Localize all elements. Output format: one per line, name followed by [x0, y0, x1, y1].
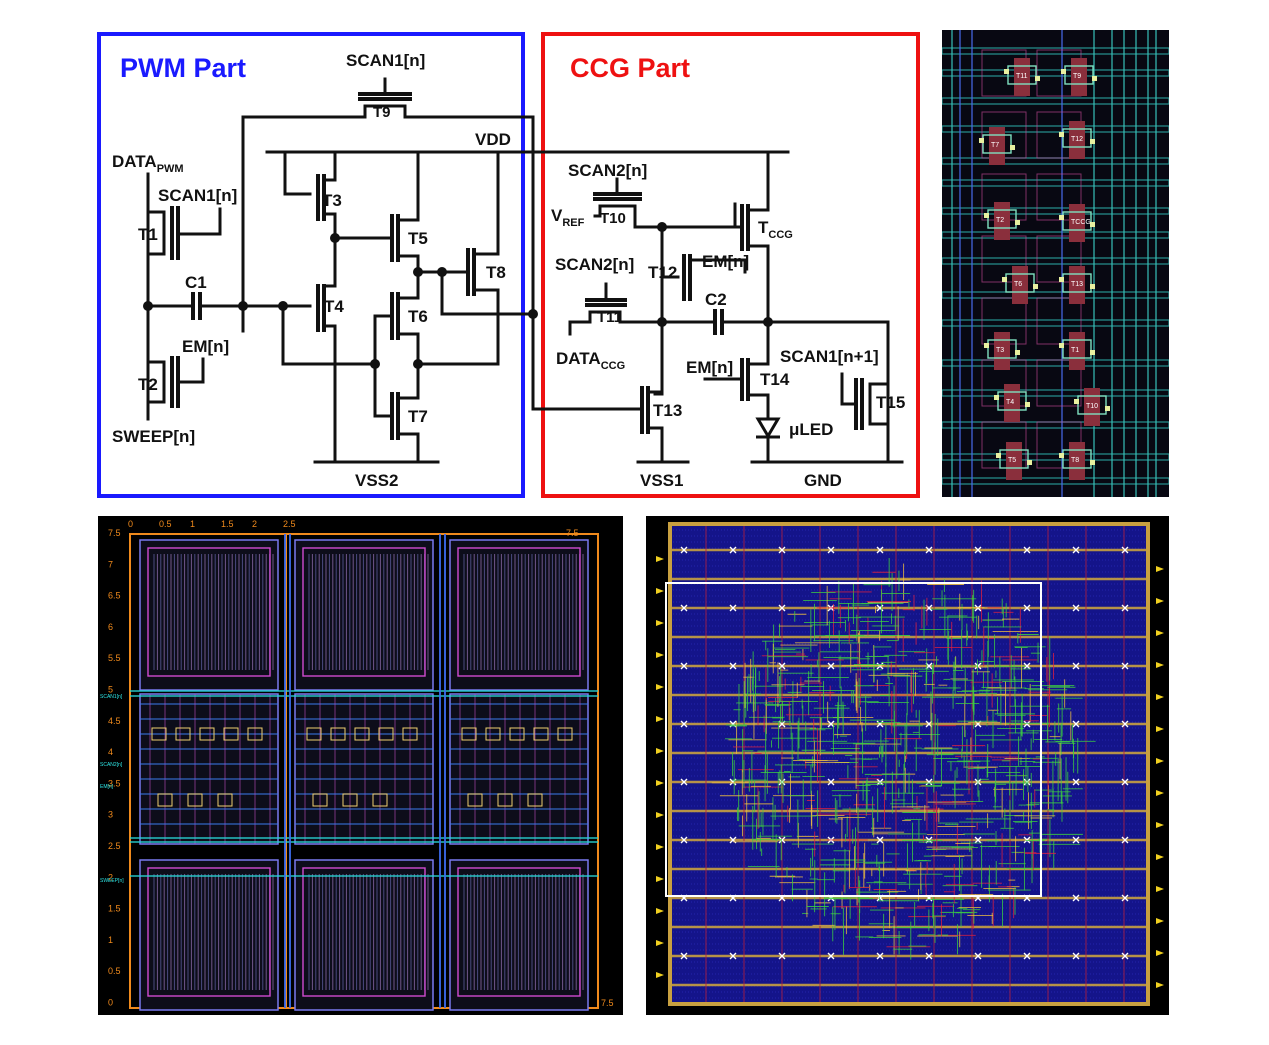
- device-label: T14: [760, 370, 790, 389]
- axis-tick-label: 2.5: [108, 841, 121, 851]
- net-label: EM[n]: [182, 337, 229, 356]
- cell-transistor-label: T2: [996, 217, 1004, 224]
- device-label: T2: [138, 375, 158, 394]
- pwm-part-title: PWM Part: [120, 53, 246, 83]
- axis-tick-label: 2.5: [283, 519, 296, 529]
- device-label: T1: [138, 225, 158, 244]
- device-label: TCCG: [758, 218, 793, 241]
- net-label: VDD: [475, 130, 511, 149]
- cell-transistor-label: T9: [1073, 73, 1081, 80]
- axis-tick-label: 5.5: [108, 653, 121, 663]
- cell-transistor-label: T8: [1071, 457, 1079, 464]
- net-label: VSS1: [640, 471, 683, 490]
- axis-tick-label: 2: [108, 872, 113, 882]
- axis-tick-label: 7.5: [566, 528, 579, 538]
- cell-transistor-label: T13: [1071, 281, 1083, 288]
- net-label: SCAN2[n]: [568, 161, 647, 180]
- net-label: DATAPWM: [112, 152, 184, 175]
- device-label: C1: [185, 273, 207, 292]
- device-label: T9: [373, 104, 391, 121]
- net-label: SCAN2[n]: [555, 255, 634, 274]
- net-label: GND: [804, 471, 842, 490]
- axis-tick-label: 1.5: [221, 519, 234, 529]
- axis-tick-label: 6: [108, 622, 113, 632]
- ccg-part-title: CCG Part: [570, 53, 690, 83]
- device-label: C2: [705, 290, 727, 309]
- device-label: T4: [324, 297, 344, 316]
- cell-transistor-label: T11: [1016, 73, 1028, 80]
- axis-tick-label: 0.5: [108, 966, 121, 976]
- device-label: T10: [600, 210, 626, 227]
- uled-diode-icon: [755, 417, 781, 439]
- cell-transistor-label: TCCG: [1071, 219, 1091, 226]
- axis-tick-label: 7: [108, 559, 113, 569]
- device-label: T13: [653, 401, 682, 420]
- device-label: T12: [648, 263, 677, 282]
- net-label: EM[n]: [702, 252, 749, 271]
- axis-tick-label: 4: [108, 747, 113, 757]
- axis-tick-label: 0.5: [159, 519, 172, 529]
- device-label: T6: [408, 307, 428, 326]
- net-label: EM[n]: [100, 784, 114, 790]
- cell-transistor-label: T1: [1071, 347, 1079, 354]
- net-label: SCAN1[n+1]: [780, 347, 879, 366]
- chip-routing-layout: [646, 516, 1169, 1015]
- net-label: DATACCG: [556, 349, 625, 372]
- axis-tick-label: 1.5: [108, 904, 121, 914]
- cell-transistor-label: T7: [991, 142, 999, 149]
- axis-tick-label: 2: [252, 519, 257, 529]
- device-label: T8: [486, 263, 506, 282]
- net-label: SWEEP[n]: [100, 878, 124, 884]
- axis-tick-label: 3.5: [108, 778, 121, 788]
- axis-tick-label: 7.5: [108, 528, 121, 538]
- axis-tick-label: 0: [108, 998, 113, 1008]
- cell-transistor-label: T12: [1071, 136, 1083, 143]
- cell-transistor-label: T6: [1014, 281, 1022, 288]
- device-label: T7: [408, 407, 428, 426]
- cell-transistor-label: T4: [1006, 399, 1014, 406]
- device-label: T15: [876, 393, 905, 412]
- pixel-array-layout: 0 0.5 1 1.5 2 2.5 7.5 7.5 7 6.5 6 5.5 5 4.5 4 3.5 3 2.5 2 1…: [98, 516, 623, 1015]
- net-label: SCAN1[n]: [158, 186, 237, 205]
- cell-transistor-label: T5: [1008, 457, 1016, 464]
- device-label: T5: [408, 229, 428, 248]
- axis-tick-label: 7.5: [601, 998, 614, 1008]
- device-label: T11: [597, 309, 622, 326]
- ccg-part-box: [541, 32, 920, 498]
- axis-tick-label: 1: [190, 519, 195, 529]
- cell-transistor-label: T3: [996, 347, 1004, 354]
- net-label: SCAN1[n]: [100, 694, 123, 700]
- cell-transistor-label: T10: [1086, 403, 1098, 410]
- net-label: SWEEP[n]: [112, 427, 195, 446]
- circuit-schematic: PWM Part CCG Part: [90, 24, 930, 504]
- net-label: μLED: [789, 420, 833, 439]
- pwm-part-box: [97, 32, 525, 498]
- net-label: VREF: [551, 206, 585, 229]
- net-label: SCAN1[n]: [346, 51, 425, 70]
- axis-tick-label: 6.5: [108, 591, 121, 601]
- axis-tick-label: 4.5: [108, 716, 121, 726]
- axis-tick-label: 0: [128, 519, 133, 529]
- device-label: T3: [322, 191, 342, 210]
- net-label: SCAN2[n]: [100, 762, 123, 768]
- net-label: EM[n]: [686, 358, 733, 377]
- net-label: VSS2: [355, 471, 398, 490]
- axis-tick-label: 1: [108, 935, 113, 945]
- axis-tick-label: 3: [108, 810, 113, 820]
- axis-tick-label: 5: [108, 685, 113, 695]
